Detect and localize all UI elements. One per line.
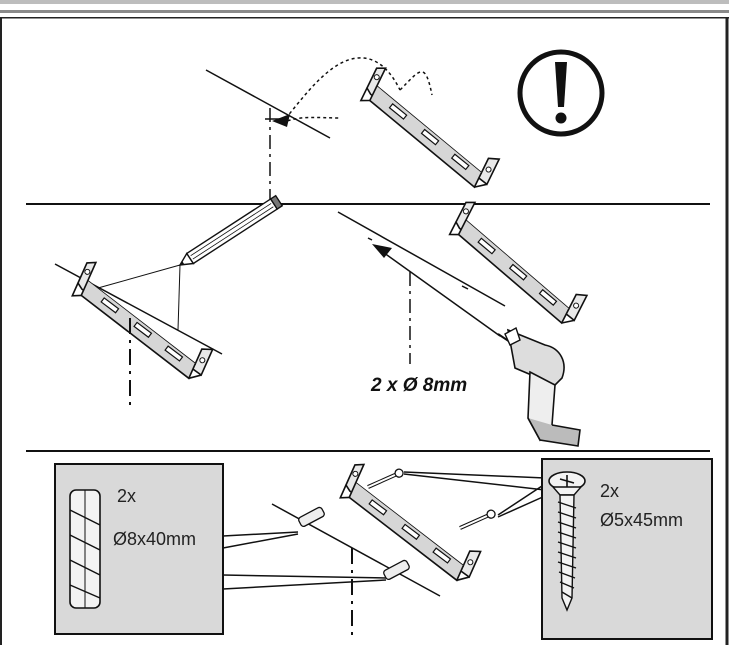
wall-line	[337, 211, 506, 307]
arrow-head	[372, 244, 392, 258]
dowel-small	[298, 506, 325, 528]
bracket-illustration	[60, 258, 227, 384]
wall-line	[205, 69, 331, 139]
pencil-illustration	[178, 194, 284, 266]
screw-quantity: 2x	[600, 481, 619, 501]
placement-path	[281, 57, 401, 124]
screw-small	[367, 468, 404, 489]
dowel-spec: Ø8x40mm	[113, 529, 196, 549]
screw-spec: Ø5x45mm	[600, 510, 683, 530]
dowel-quantity: 2x	[117, 486, 136, 506]
bracket-illustration	[347, 63, 515, 193]
screw-small	[459, 509, 496, 530]
screw-icon	[548, 471, 586, 612]
wall-dowel-icon	[69, 489, 101, 609]
arrow-head	[272, 114, 290, 127]
drill-illustration	[497, 326, 581, 447]
top-edge	[0, 0, 729, 4]
drill-size-label: 2 x Ø 8mm	[370, 375, 467, 396]
panel-fasteners: 2x Ø8x40mm	[54, 458, 713, 640]
panel-drill-holes: 2 x Ø 8mm	[54, 194, 603, 447]
warning-exclamation-icon	[517, 49, 605, 137]
dowel-small	[383, 559, 410, 581]
panel-mark-position	[205, 49, 605, 200]
